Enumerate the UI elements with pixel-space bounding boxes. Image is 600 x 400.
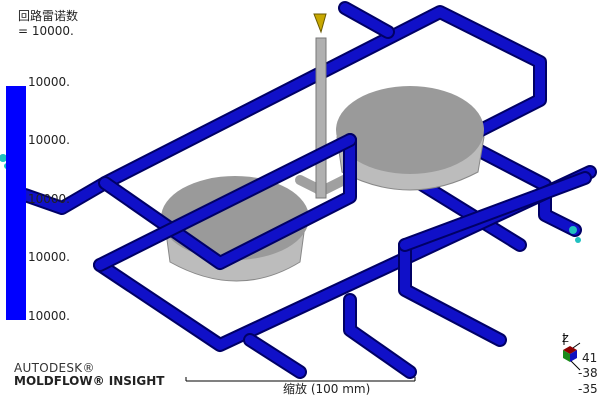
- autodesk-logo: AUTODESK® MOLDFLOW® INSIGHT: [14, 362, 164, 388]
- result-name: 回路雷诺数: [18, 9, 79, 23]
- cooling-pipe: [400, 173, 590, 250]
- scale-label: 缩放 (100 mm): [283, 382, 371, 396]
- cooling-pipe: [20, 7, 545, 213]
- cooling-pipe: [345, 295, 415, 377]
- legend-tick: 10000.: [28, 309, 70, 323]
- cooling-pipe: [340, 3, 393, 37]
- orientation-value: 41: [582, 351, 598, 365]
- cooling-channels-front: [93, 133, 597, 379]
- cooling-pipe: [400, 240, 505, 345]
- cooling-pipe: [95, 167, 595, 350]
- orientation-cube-icon: Z: [562, 333, 581, 371]
- legend-tick: 10000.: [28, 192, 70, 206]
- legend-color-bar: [6, 86, 26, 320]
- legend-tick: 10000.: [28, 250, 70, 264]
- result-value: = 10000.: [18, 24, 74, 38]
- scale-bar: [185, 377, 416, 382]
- cooling-pipe: [95, 135, 355, 270]
- logo-line1: AUTODESK®: [14, 361, 95, 375]
- orientation-value: -38: [578, 366, 598, 380]
- cavity-right: [336, 86, 485, 191]
- cooling-pipe: [245, 335, 305, 377]
- cooling-pipe: [100, 135, 355, 268]
- legend-tick: 10000.: [28, 75, 70, 89]
- orientation-value: -35: [578, 382, 598, 396]
- sprue: [313, 13, 327, 199]
- legend-tick: 10000.: [28, 133, 70, 147]
- logo-line2: MOLDFLOW® INSIGHT: [14, 374, 165, 388]
- z-axis-label: Z: [562, 334, 569, 345]
- result-title: 回路雷诺数 = 10000.: [18, 9, 78, 39]
